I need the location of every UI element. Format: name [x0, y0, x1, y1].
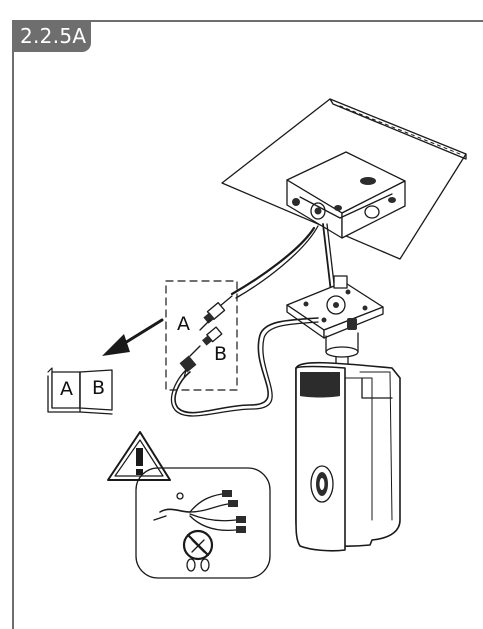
no-cut-icon — [182, 529, 214, 572]
connector-label-b: B — [214, 343, 228, 365]
connector-b — [179, 326, 223, 379]
mounting-bracket — [286, 275, 384, 369]
cable-loop-inner — [170, 321, 319, 417]
connector-callout-box — [165, 280, 238, 391]
manual-label-b: B — [92, 377, 106, 399]
cable-left-inner — [235, 225, 319, 299]
camera-housing — [295, 361, 401, 552]
manual-label-a: A — [60, 378, 73, 400]
connector-label-a: A — [177, 313, 190, 335]
frame-top-border — [12, 20, 483, 22]
connector-a — [199, 295, 233, 331]
warning-triangle-icon — [107, 431, 171, 481]
cable-left — [230, 226, 316, 296]
step-number-tag: 2.2.5A — [12, 20, 91, 52]
warning-panel — [135, 467, 271, 579]
junction-box — [286, 151, 406, 239]
arrow-left-icon — [102, 318, 164, 356]
manual-book-icon — [47, 367, 113, 415]
cable-illustration-warning — [153, 490, 246, 533]
frame-left-border — [12, 20, 14, 629]
cable-loop — [174, 317, 319, 414]
cable-to-mount — [322, 223, 332, 293]
